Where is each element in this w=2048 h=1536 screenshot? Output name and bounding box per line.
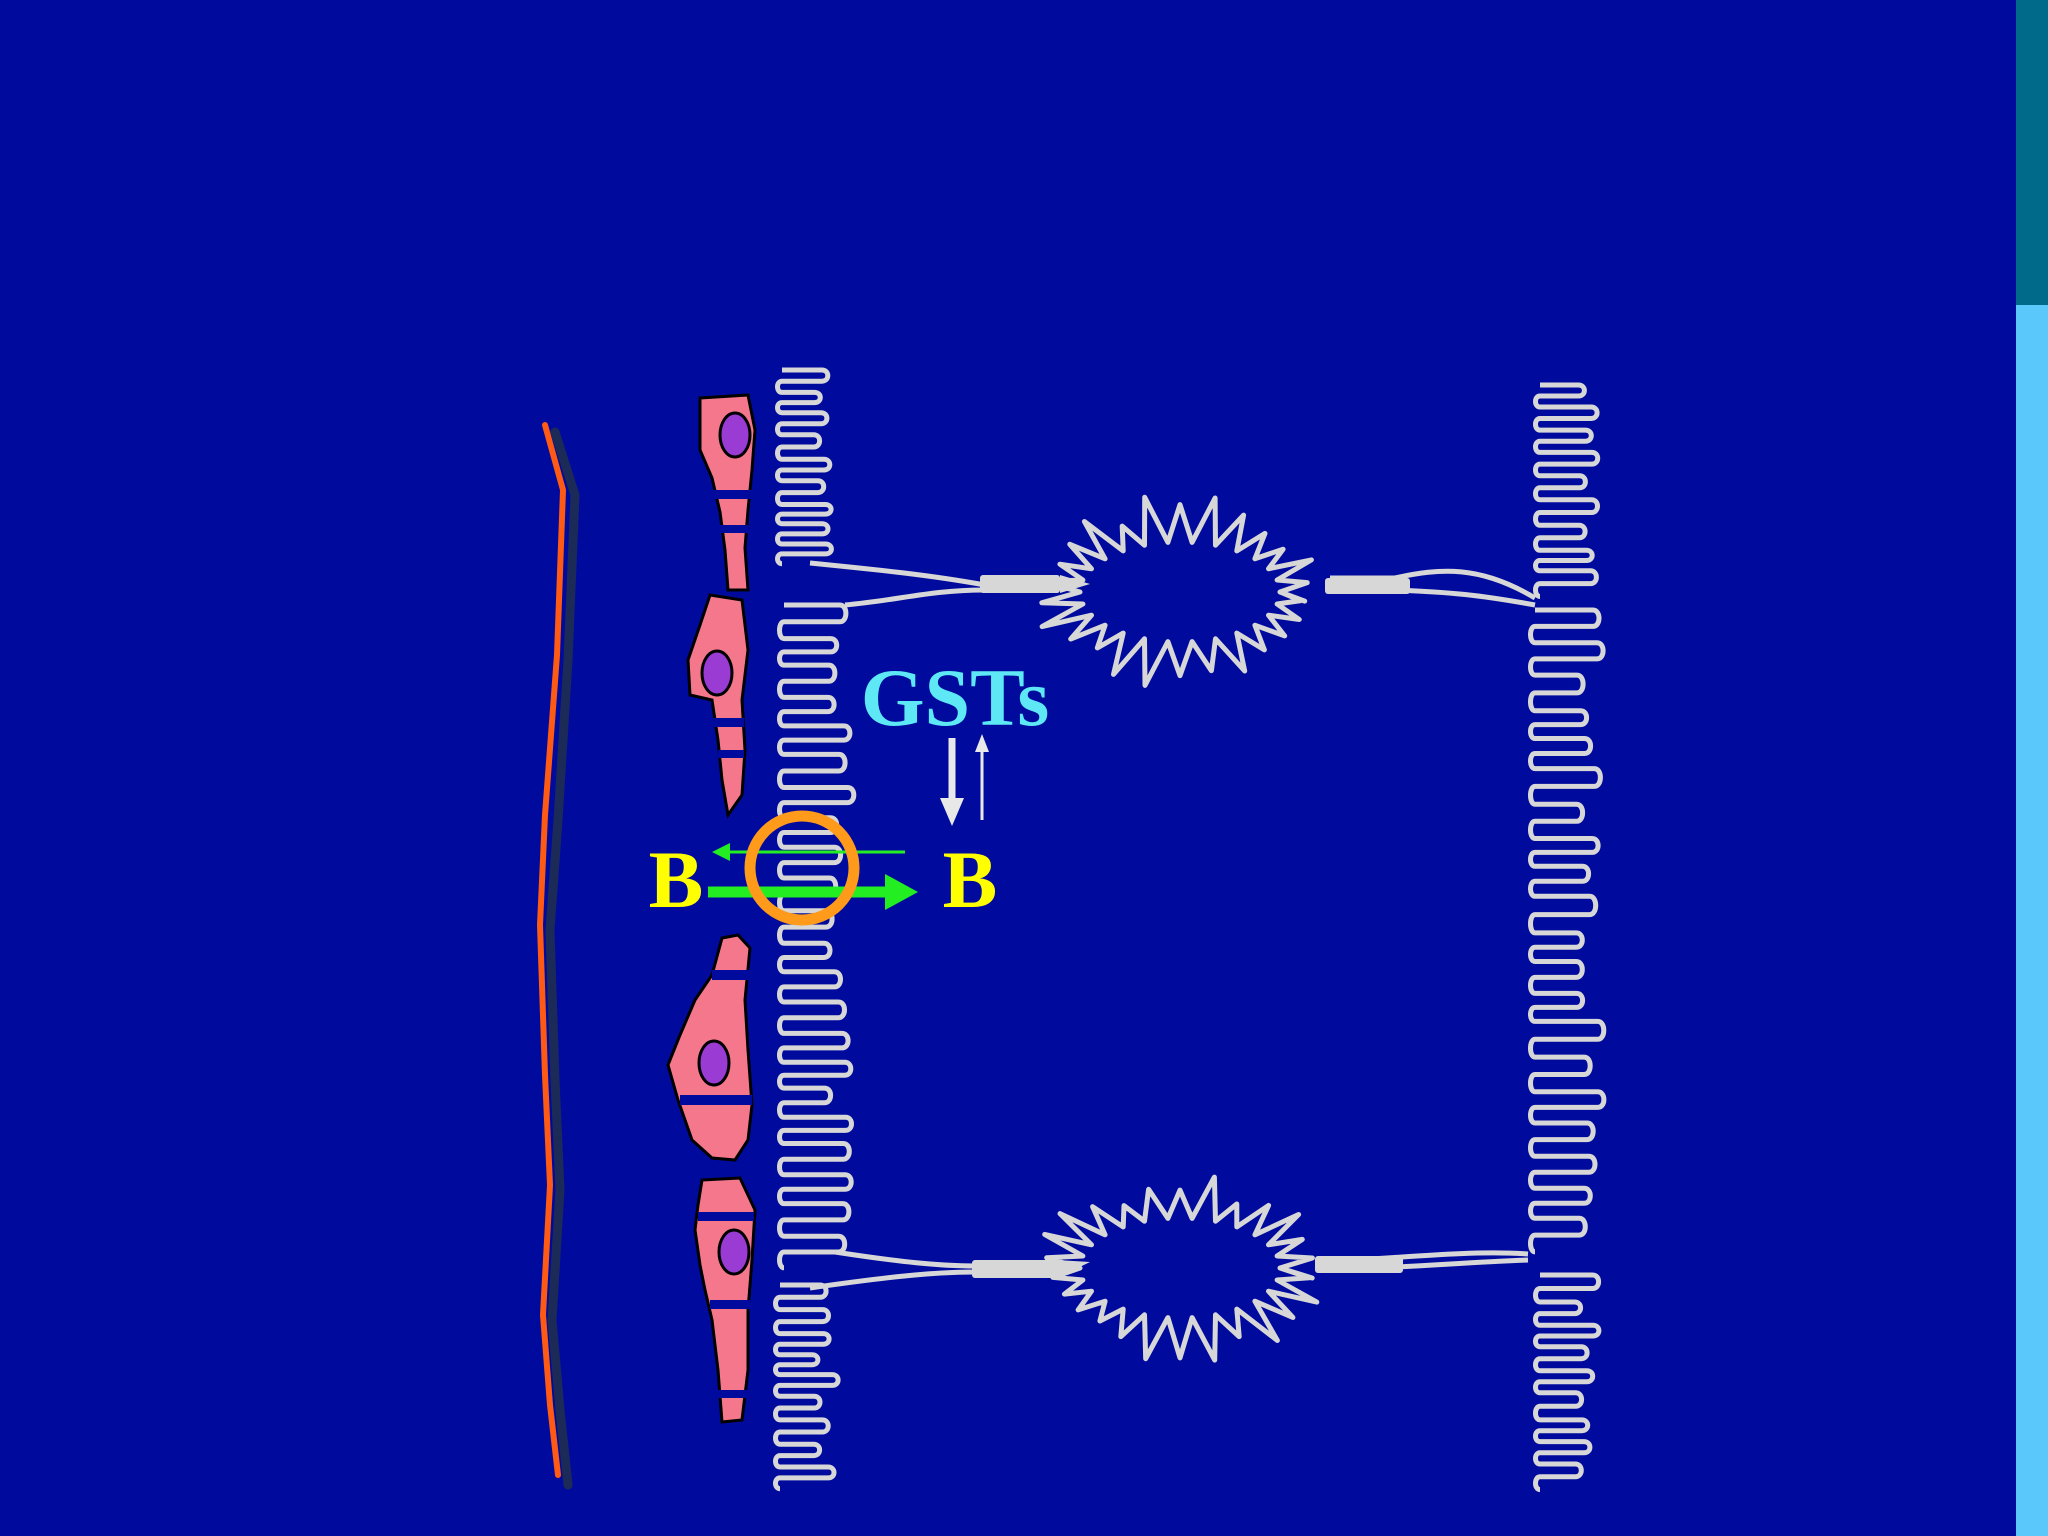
arrow-up-head [975, 734, 989, 752]
vessel-shadow [545, 427, 580, 1490]
plaque-lower-left-tip [1057, 1260, 1090, 1278]
plaque-lower-right [1315, 1256, 1403, 1273]
upper-connector [809, 560, 1537, 608]
left-membrane [773, 367, 857, 1492]
lower-connector [809, 1249, 1529, 1291]
vessel-wall [536, 422, 580, 1490]
nucleus-2 [700, 649, 734, 697]
cell-2 [686, 593, 750, 819]
nucleus-3 [697, 1039, 731, 1087]
cell-3 [666, 933, 754, 1162]
side-bar-bottom [2016, 305, 2048, 1536]
enzyme-label: GSTs [861, 652, 1049, 743]
nucleus-4 [717, 1228, 751, 1276]
substance-label-left: B [649, 834, 704, 925]
transporter-ring [744, 810, 860, 926]
plaque-upper-right [1325, 578, 1410, 594]
efflux-arrow-thin-head [712, 843, 730, 861]
plaque-lower-left [972, 1260, 1057, 1278]
arrow-down-head [940, 798, 964, 826]
equilibrium-arrows [940, 734, 989, 826]
junction-plaques [972, 575, 1410, 1278]
transport-arrows [708, 843, 918, 910]
plaque-upper-left-tip [1060, 575, 1090, 593]
right-membrane [1528, 382, 1607, 1493]
cell-4 [693, 1176, 757, 1424]
cell-1 [698, 393, 757, 592]
substance-label-right: B [943, 834, 998, 925]
lower-cell-cluster [1042, 1174, 1320, 1363]
membrane-structures [773, 367, 1607, 1493]
plaque-upper-left [980, 575, 1060, 593]
side-bar-top [2016, 0, 2048, 305]
nucleus-1 [718, 411, 752, 459]
influx-arrow-thick-head [885, 874, 918, 910]
vessel-line [536, 422, 567, 1478]
epithelial-cells [666, 393, 757, 1424]
